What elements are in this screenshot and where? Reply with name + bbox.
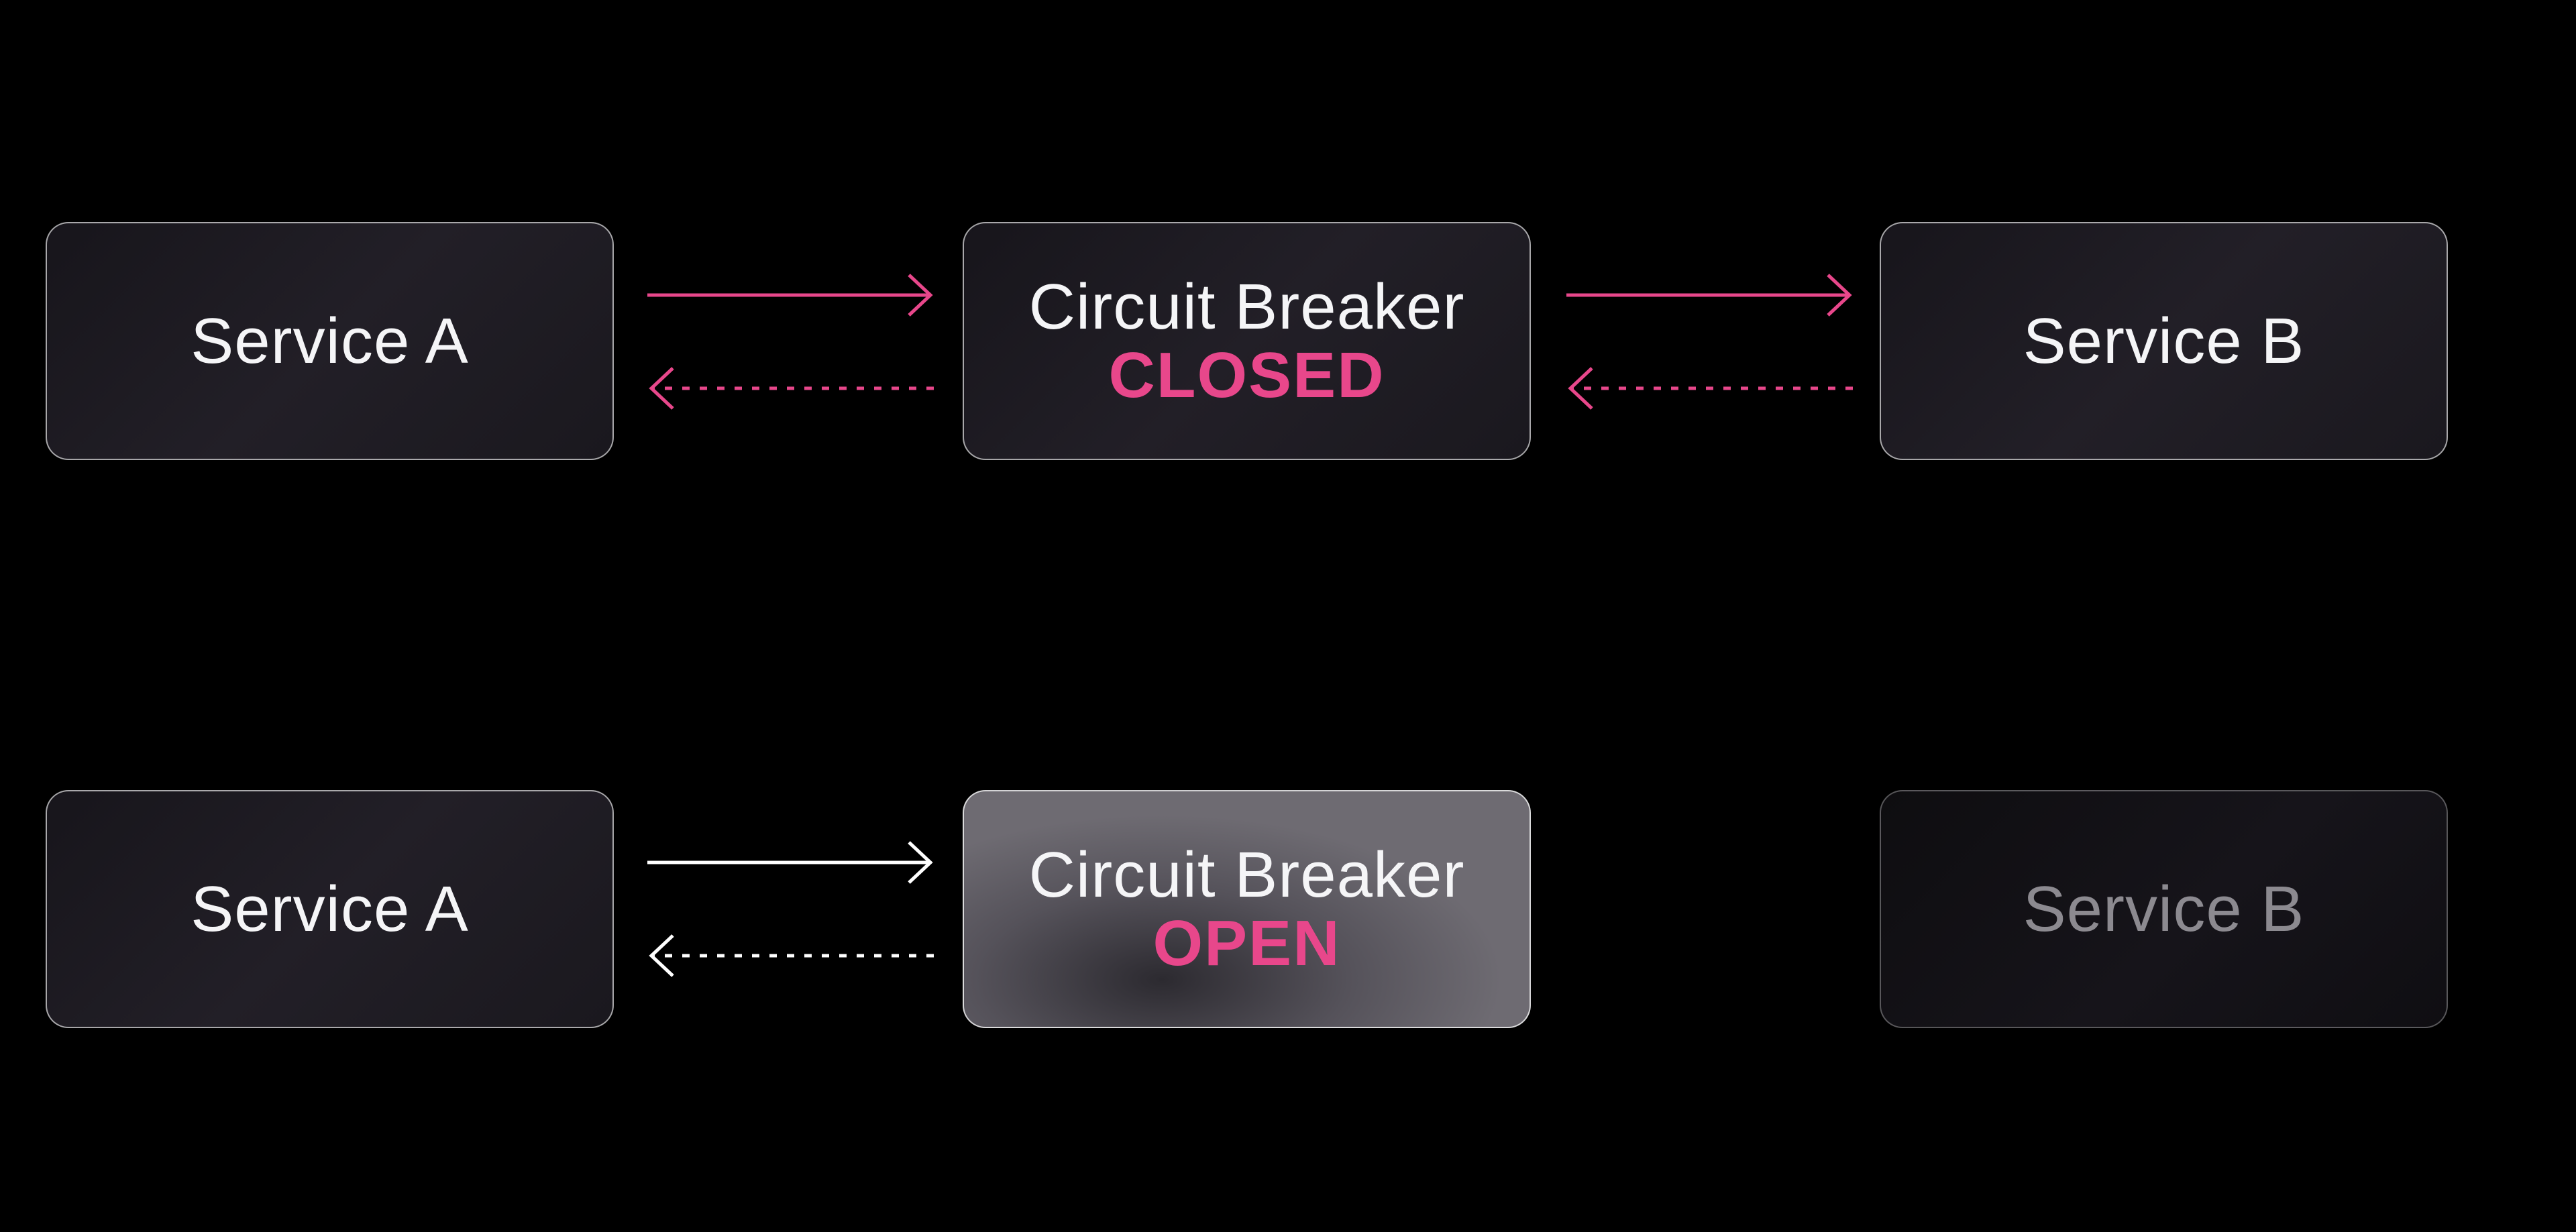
row2-service-b-label: Service B <box>2023 873 2305 945</box>
row2-service-a-label: Service A <box>191 873 469 945</box>
row1-service-a-label: Service A <box>191 304 469 377</box>
row1-service-b-box: Service B <box>1880 222 2448 460</box>
row1-breaker-state-closed: CLOSED <box>1108 339 1385 411</box>
row1-service-b-label: Service B <box>2023 304 2305 377</box>
row2-circuit-breaker-box: Circuit Breaker OPEN <box>963 790 1531 1028</box>
row1-circuit-breaker-title: Circuit Breaker <box>1028 270 1465 343</box>
row2-breaker-state-open: OPEN <box>1152 907 1341 979</box>
row2-service-b-box: Service B <box>1880 790 2448 1028</box>
row1-response-arrow-breaker-to-a <box>649 367 934 410</box>
row2-request-arrow-a-to-breaker <box>647 841 933 884</box>
row1-circuit-breaker-box: Circuit Breaker CLOSED <box>963 222 1531 460</box>
row2-circuit-breaker-title: Circuit Breaker <box>1028 838 1465 911</box>
row2-response-arrow-breaker-to-a <box>649 934 934 977</box>
row1-service-a-box: Service A <box>46 222 614 460</box>
row1-response-arrow-b-to-breaker <box>1568 367 1853 410</box>
row1-request-arrow-a-to-breaker <box>647 274 933 317</box>
row1-request-arrow-breaker-to-b <box>1566 274 1852 317</box>
row2-service-a-box: Service A <box>46 790 614 1028</box>
